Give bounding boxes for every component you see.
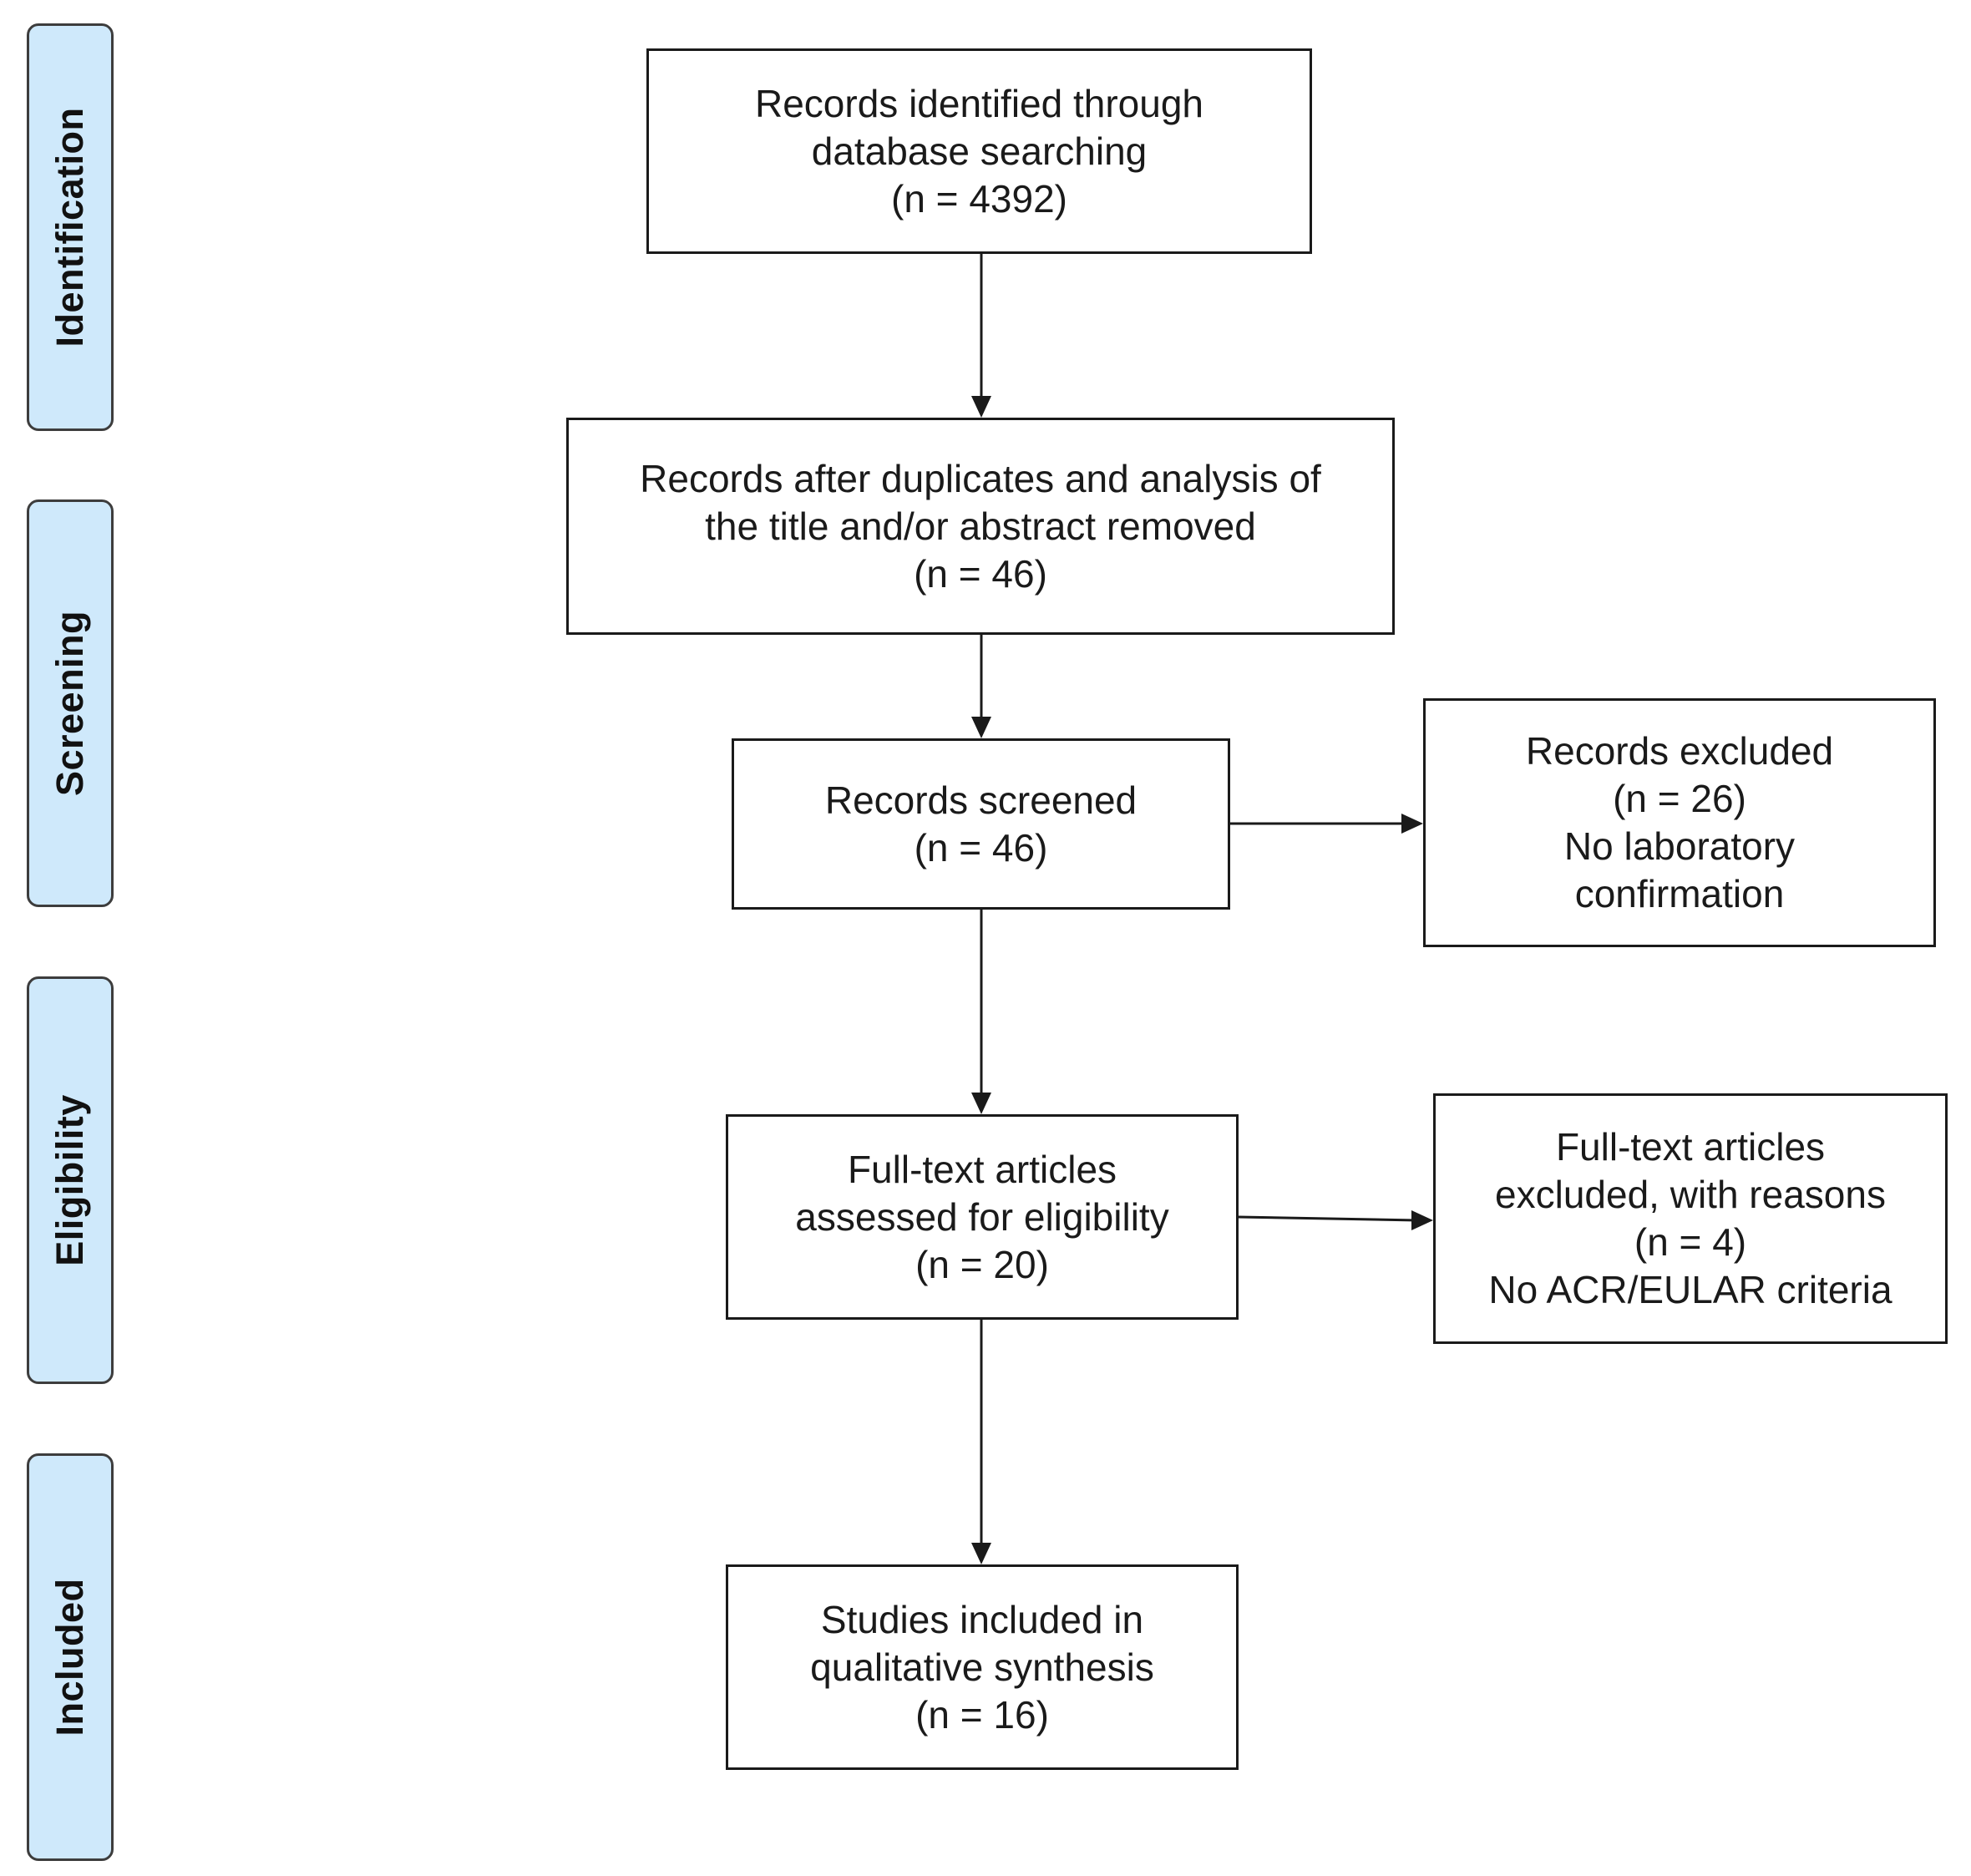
box-text-line: Records after duplicates and analysis of xyxy=(640,456,1321,500)
phase-label-identification: Identification xyxy=(48,107,91,347)
box-reason: confirmation xyxy=(1574,872,1785,915)
box-text-line: Studies included in xyxy=(820,1597,1144,1641)
box-text-line: Full-text articles xyxy=(1555,1125,1826,1169)
box-text-line: excluded, with reasons xyxy=(1495,1173,1886,1216)
box-count: (n = 46) xyxy=(914,551,1047,596)
box-reason: No ACR/EULAR criteria xyxy=(1488,1268,1892,1311)
box-records-screened: Records screened (n = 46) xyxy=(732,738,1230,910)
box-text-line: Records screened xyxy=(824,778,1138,822)
box-count: (n = 46) xyxy=(914,825,1048,870)
box-reason: No laboratory xyxy=(1563,824,1796,868)
phase-included: Included xyxy=(27,1453,114,1861)
box-fulltext-assessed: Full-text articles assessed for eligibil… xyxy=(726,1114,1239,1320)
arrowhead-2 xyxy=(971,717,991,738)
box-text-line: Records excluded xyxy=(1525,729,1834,773)
box-records-after-duplicates: Records after duplicates and analysis of… xyxy=(566,418,1395,635)
arrowhead-3 xyxy=(971,1093,991,1114)
box-text-line: database searching xyxy=(811,129,1148,173)
box-text-line: Full-text articles xyxy=(847,1147,1117,1191)
phase-identification: Identification xyxy=(27,23,114,431)
phase-label-screening: Screening xyxy=(48,610,91,797)
box-count: (n = 4392) xyxy=(891,176,1067,221)
box-text-line: Records identified through xyxy=(755,81,1203,125)
box-count: (n = 20) xyxy=(915,1242,1049,1286)
box-text-line: assessed for eligibility xyxy=(795,1194,1169,1239)
box-studies-included: Studies included in qualitative synthesi… xyxy=(726,1564,1239,1770)
box-records-excluded: Records excluded (n = 26) No laboratory … xyxy=(1423,698,1936,947)
phase-screening: Screening xyxy=(27,499,114,907)
box-records-identified: Records identified through database sear… xyxy=(646,48,1312,254)
arrowhead-5 xyxy=(1401,814,1423,834)
phase-eligibility: Eligibility xyxy=(27,976,114,1384)
arrow-fulltext-to-fulltext-excluded xyxy=(1238,1215,1418,1222)
phase-label-eligibility: Eligibility xyxy=(48,1094,91,1266)
box-count: (n = 16) xyxy=(915,1692,1049,1737)
box-count: (n = 26) xyxy=(1613,777,1746,820)
box-count: (n = 4) xyxy=(1634,1220,1747,1264)
arrowhead-1 xyxy=(971,396,991,418)
arrowhead-4 xyxy=(971,1543,991,1564)
box-fulltext-excluded: Full-text articles excluded, with reason… xyxy=(1433,1093,1948,1344)
arrowhead-6 xyxy=(1411,1210,1433,1230)
box-text-line: the title and/or abstract removed xyxy=(705,504,1256,548)
phase-label-included: Included xyxy=(48,1578,91,1737)
box-text-line: qualitative synthesis xyxy=(810,1645,1154,1689)
